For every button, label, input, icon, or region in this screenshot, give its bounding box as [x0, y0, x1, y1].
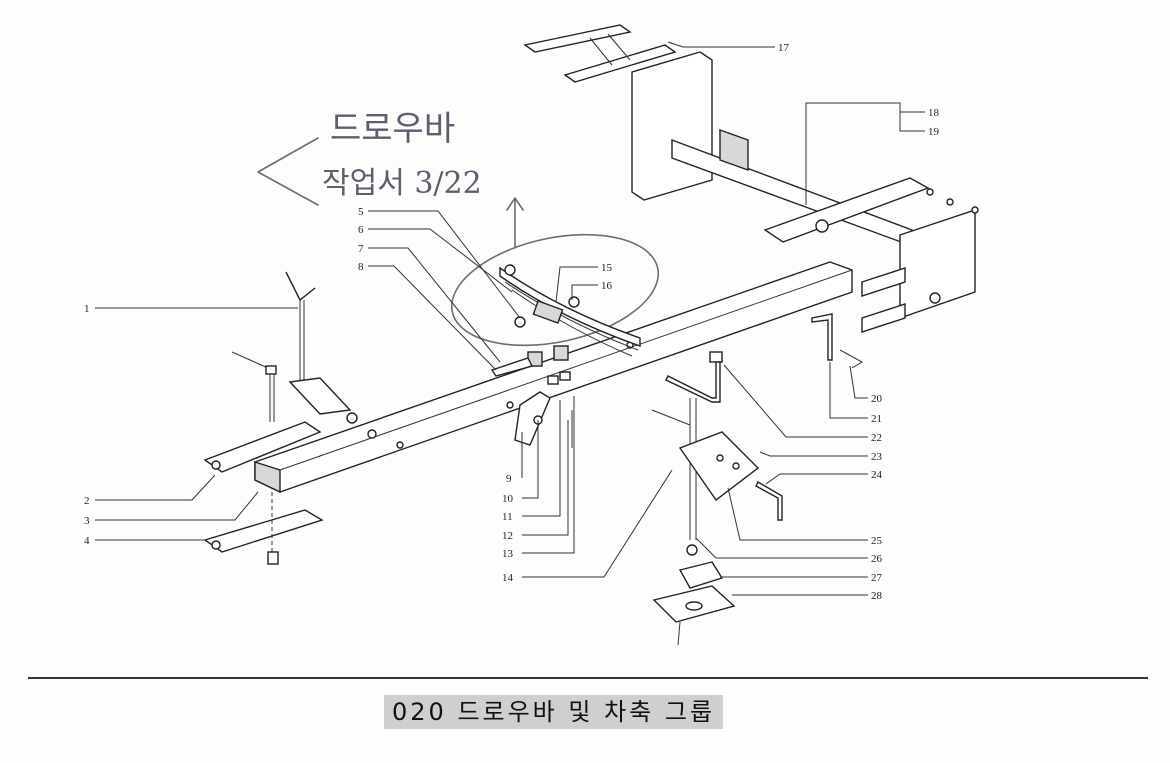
- callout-8: 8: [358, 261, 364, 273]
- callout-13: 13: [502, 548, 514, 560]
- callout-5: 5: [358, 206, 364, 218]
- callout-7: 7: [358, 243, 364, 255]
- spring-shackles: [490, 345, 573, 455]
- axle-frame: [631, 51, 979, 333]
- handwritten-annotation: 드로우바 작업서 3/22: [257, 109, 660, 347]
- callout-14: 14: [502, 572, 514, 584]
- callout-6: 6: [358, 224, 364, 236]
- leader-lines: [95, 41, 925, 596]
- callout-18: 18: [928, 107, 940, 119]
- callout-1: 1: [84, 303, 90, 315]
- callout-21: 21: [871, 413, 882, 425]
- callout-22: 22: [871, 432, 882, 444]
- callout-4: 4: [84, 535, 90, 547]
- callout-25: 25: [871, 535, 883, 547]
- clevis-plates: [203, 421, 324, 565]
- leaf-spring: [499, 264, 641, 357]
- hand-note-line2: 작업서 3/22: [322, 166, 482, 201]
- jack-handle-parts: [811, 313, 864, 369]
- callout-19: 19: [928, 126, 940, 138]
- callout-3: 3: [84, 515, 90, 527]
- hand-circle: [450, 233, 660, 347]
- callout-labels: 1 2 3 4 5 6 7 8 9 10 11 12 13 14 15 16 1…: [84, 42, 940, 602]
- callout-10: 10: [502, 493, 514, 505]
- callout-2: 2: [84, 495, 90, 507]
- callout-9: 9: [506, 473, 512, 485]
- callout-28: 28: [871, 590, 883, 602]
- callout-16: 16: [601, 280, 613, 292]
- callout-15: 15: [601, 262, 613, 274]
- callout-20: 20: [871, 393, 883, 405]
- callout-24: 24: [871, 469, 883, 481]
- hand-arrow-left: [257, 137, 319, 206]
- callout-11: 11: [502, 511, 513, 523]
- hand-note-line1: 드로우바: [330, 109, 455, 149]
- hand-arrow-up: [506, 197, 524, 249]
- diagram-title: 020 드로우바 및 차축 그룹: [384, 695, 724, 729]
- jack-stand: [285, 271, 352, 415]
- callout-17: 17: [778, 42, 790, 54]
- top-frame: [523, 24, 677, 83]
- hitch-pins: [231, 351, 377, 439]
- callout-12: 12: [502, 530, 513, 542]
- callout-23: 23: [871, 451, 883, 463]
- footer-divider: [28, 677, 1148, 679]
- jack-assembly: [651, 351, 783, 646]
- callout-26: 26: [871, 553, 883, 565]
- callout-27: 27: [871, 572, 883, 584]
